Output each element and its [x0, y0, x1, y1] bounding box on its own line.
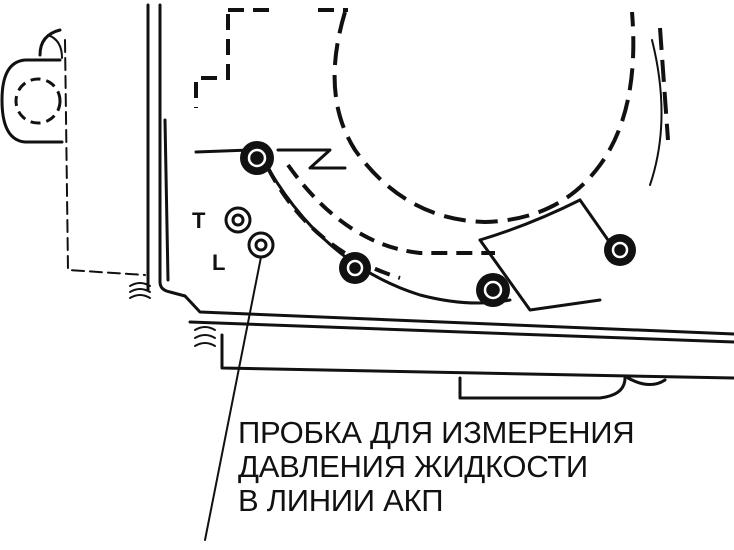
- housing-top-outline: [194, 8, 348, 108]
- port-label-t: T: [192, 208, 206, 233]
- pressure-port-t: [224, 206, 252, 234]
- mount-pulley-ring: [14, 77, 62, 125]
- transmission-pan: [183, 294, 734, 400]
- housing-left-outline: [64, 3, 187, 298]
- bolt-mid: [339, 252, 371, 284]
- bolt-bottom: [476, 273, 510, 307]
- spring-left: [129, 282, 151, 299]
- callout-caption: ПРОБКА ДЛЯ ИЗМЕРЕНИЯ ДАВЛЕНИЯ ЖИДКОСТИ В…: [238, 415, 635, 518]
- callout-line-2: ДАВЛЕНИЯ ЖИДКОСТИ: [238, 449, 588, 484]
- pressure-port-l: [247, 231, 275, 259]
- callout-line-3: В ЛИНИИ АКП: [238, 483, 444, 518]
- bolt-right: [604, 234, 636, 266]
- spring-lower: [194, 326, 216, 347]
- bolt-top: [240, 141, 274, 175]
- port-label-l: L: [212, 250, 225, 275]
- flange-arc: [194, 148, 512, 305]
- leader-line: [204, 256, 262, 541]
- converter-housing: [332, 11, 670, 225]
- callout-line-1: ПРОБКА ДЛЯ ИЗМЕРЕНИЯ: [238, 415, 635, 450]
- left-mount-bracket: [0, 28, 64, 144]
